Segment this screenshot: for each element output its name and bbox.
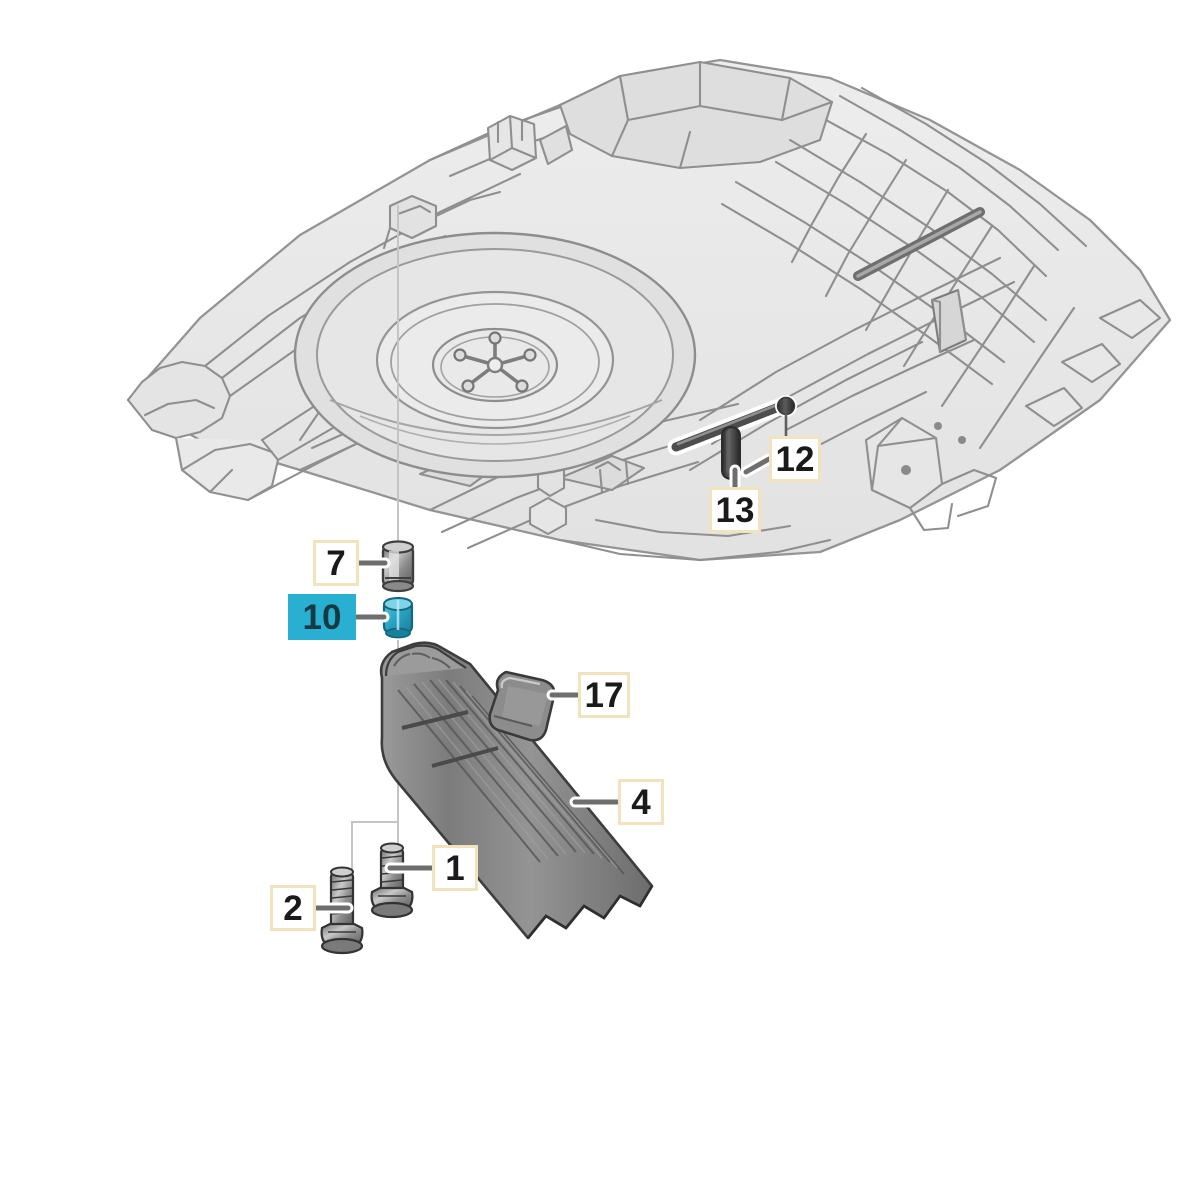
callout-2[interactable]: 2 [270,885,316,931]
part-2-hex-flange-bolt-long [320,866,364,955]
part-12-threaded-rod [667,395,797,462]
spare-wheel-graphic [293,231,697,479]
callout-10-highlighted[interactable]: 10 [288,594,356,640]
callout-17[interactable]: 17 [578,672,630,718]
part-10-retaining-nut-highlighted [382,597,414,639]
callout-13[interactable]: 13 [709,487,761,533]
leader-line-12 [743,456,772,475]
callout-4[interactable]: 4 [618,779,664,825]
part-17-foam-spacer-block [488,670,556,742]
part-4-tool-kit-bag [379,641,654,940]
part-7-spacer-bushing [381,540,415,593]
callout-1[interactable]: 1 [432,845,478,891]
callout-12[interactable]: 12 [769,436,821,482]
callout-7[interactable]: 7 [313,540,359,586]
